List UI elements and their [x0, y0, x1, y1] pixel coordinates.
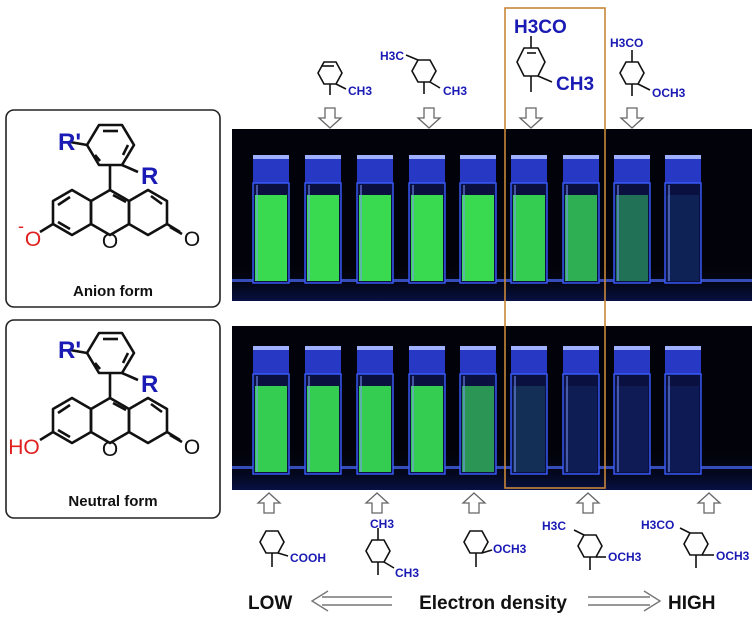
anion-cuvette-photo — [232, 129, 752, 301]
anion-structure — [39, 123, 183, 237]
bottom-sub-2-group-1: CH3 — [370, 517, 394, 531]
anion-structure-panel: R' R O O O - Anion form — [5, 109, 221, 308]
top-sub-3-group-2: CH3 — [556, 74, 594, 95]
bottom-sub-1-group-1: COOH — [290, 551, 326, 565]
bottom-sub-5-group-1: H3CO — [641, 518, 674, 532]
neutral-r-prime: R' — [58, 337, 81, 364]
top-substituent-structures — [317, 36, 651, 96]
electron-density-axis: LOW Electron density HIGH — [248, 590, 716, 614]
anion-cuvette-9 — [664, 155, 702, 284]
anion-cuvette-2 — [304, 155, 342, 284]
top-sub-4-group-1: H3CO — [610, 36, 643, 50]
axis-low-label: LOW — [248, 593, 292, 614]
neutral-cuvette-6 — [510, 346, 548, 475]
top-arrow-4 — [619, 107, 645, 129]
neutral-ring-oxygen: O — [102, 438, 118, 461]
neutral-structure-panel: R' R O O HO Neutral form — [5, 319, 221, 519]
bottom-sub-5-group-2: OCH3 — [716, 549, 750, 563]
anion-cuvette-8 — [613, 155, 651, 284]
anion-form-label: Anion form — [73, 283, 153, 300]
axis-left-arrow — [310, 590, 392, 612]
neutral-cuvette-4 — [408, 346, 446, 475]
neutral-form-label: Neutral form — [68, 493, 157, 510]
top-sub-3-group-1: H3CO — [514, 17, 567, 38]
bottom-substituent-structures — [259, 527, 714, 575]
anion-cuvette-4 — [408, 155, 446, 284]
neutral-cuvette-9 — [664, 346, 702, 475]
bottom-arrow-4 — [575, 492, 601, 514]
anion-cuvette-1 — [252, 155, 290, 284]
anion-phenolate-oxygen: O — [25, 228, 41, 251]
neutral-structure — [39, 331, 183, 445]
bottom-sub-4-group-2: OCH3 — [608, 550, 642, 564]
anion-cuvette-5 — [459, 155, 497, 284]
neutral-cuvette-photo — [232, 326, 752, 490]
bottom-arrow-1 — [256, 492, 282, 514]
bottom-arrow-3 — [461, 492, 487, 514]
neutral-cuvette-1 — [252, 346, 290, 475]
axis-right-arrow — [588, 590, 662, 612]
axis-high-label: HIGH — [668, 593, 716, 614]
highlight-box — [504, 7, 606, 489]
neutral-cuvette-2 — [304, 346, 342, 475]
anion-cuvette-7 — [562, 155, 600, 284]
top-arrows — [317, 107, 645, 129]
top-sub-2-group-2: CH3 — [443, 84, 467, 98]
anion-r-prime: R' — [58, 129, 81, 156]
neutral-cuvette-8 — [613, 346, 651, 475]
top-arrow-2 — [416, 107, 442, 129]
neutral-r: R — [141, 371, 158, 398]
neutral-cuvette-5 — [459, 346, 497, 475]
anion-negative-charge: - — [18, 216, 24, 236]
anion-cuvette-3 — [356, 155, 394, 284]
anion-ring-oxygen: O — [102, 230, 118, 253]
bottom-sub-3-group-1: OCH3 — [493, 542, 527, 556]
bottom-arrow-2 — [364, 492, 390, 514]
top-sub-1-group-1: CH3 — [348, 84, 372, 98]
anion-carbonyl-oxygen: O — [184, 228, 200, 251]
axis-title: Electron density — [419, 593, 567, 614]
anion-cuvette-6 — [510, 155, 548, 284]
top-sub-2-group-1: H3C — [380, 49, 404, 63]
neutral-hydroxyl-group: HO — [8, 436, 40, 459]
top-arrow-3 — [518, 107, 544, 129]
top-sub-4-group-2: OCH3 — [652, 86, 686, 100]
neutral-cuvette-3 — [356, 346, 394, 475]
bottom-arrow-5 — [696, 492, 722, 514]
neutral-carbonyl-oxygen: O — [184, 436, 200, 459]
bottom-sub-2-group-2: CH3 — [395, 566, 419, 580]
top-arrow-1 — [317, 107, 343, 129]
bottom-sub-4-group-1: H3C — [542, 519, 566, 533]
neutral-cuvette-7 — [562, 346, 600, 475]
anion-r: R — [141, 163, 158, 190]
bottom-arrows — [256, 492, 722, 514]
